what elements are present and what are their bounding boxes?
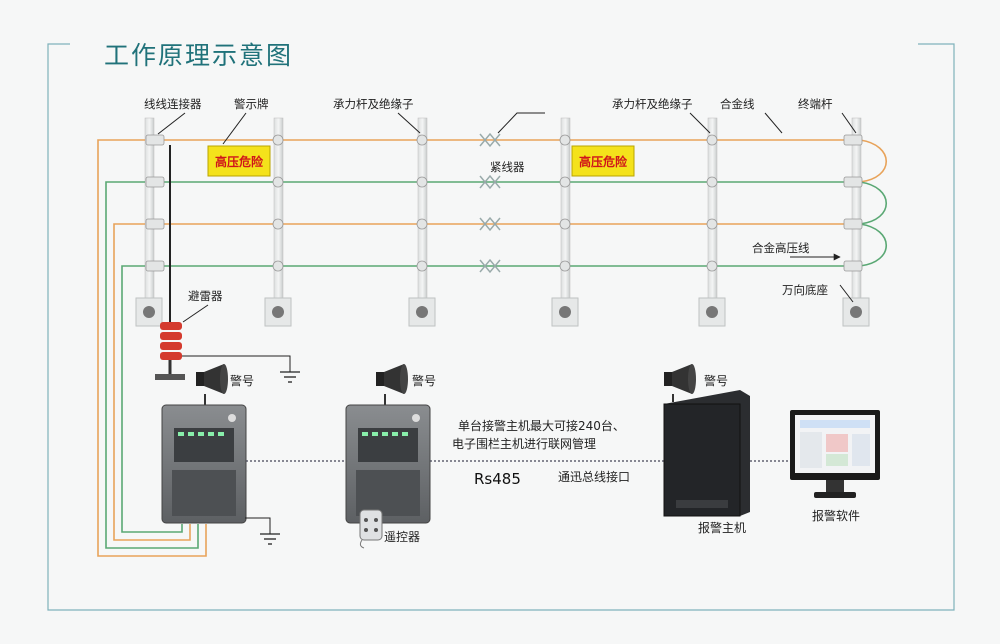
warning-sign-text: 高压危险 (215, 154, 264, 169)
pole-5 (698, 117, 726, 327)
ground-icon (260, 533, 280, 545)
pole-4 (551, 117, 579, 327)
page-title: 工作原理示意图 (104, 41, 294, 70)
fence-poles (135, 117, 870, 327)
label-pole-insulator-2: 承力杆及绝缘子 (612, 97, 693, 111)
label-alloy-hv-wire: 合金高压线 (752, 241, 810, 255)
label-wire-connector: 线线连接器 (144, 97, 202, 111)
fence-wires (97, 139, 887, 557)
label-pole-insulator-1: 承力杆及绝缘子 (333, 97, 414, 111)
label-universal-base: 万向底座 (782, 283, 828, 297)
insulators (145, 134, 863, 272)
warning-sign-text: 高压危险 (579, 154, 628, 169)
remote-control-icon (359, 509, 383, 549)
label-horn-1: 警号 (230, 373, 254, 388)
label-bus-interface: 通迅总线接口 (558, 469, 630, 484)
fence-controller-1 (161, 404, 247, 524)
horn-1-icon (196, 364, 228, 405)
frame-border (47, 43, 955, 611)
ground-icon (280, 371, 300, 383)
pole-6 (842, 117, 870, 327)
warning-sign-1: 高压危险 (207, 145, 271, 177)
label-horn-2: 警号 (412, 373, 436, 388)
monitor-icon (790, 410, 880, 498)
pole-3 (408, 117, 436, 327)
pole-2 (264, 117, 292, 327)
horn-2-icon (376, 364, 408, 405)
label-tensioner: 紧线器 (490, 160, 525, 174)
alarm-host (663, 390, 750, 517)
horn-3-icon (664, 364, 696, 402)
label-alarm-host: 报警主机 (698, 520, 746, 535)
callout-lines (157, 112, 857, 323)
fence-controller-2 (345, 404, 431, 524)
label-alloy-wire: 合金线 (720, 97, 755, 111)
label-rs485: Rs485 (474, 470, 521, 488)
label-network-note-1: 单台接警主机最大可接240台、 (458, 418, 625, 433)
lightning-arrester (155, 145, 300, 383)
tensioners (479, 132, 501, 274)
label-remote: 遥控器 (384, 530, 420, 544)
label-network-note-2: 电子围栏主机进行联网管理 (452, 436, 596, 451)
label-horn-3: 警号 (704, 373, 728, 388)
label-lightning-arrester: 避雷器 (188, 289, 223, 303)
pole-1 (135, 117, 163, 327)
label-end-pole: 终端杆 (798, 97, 833, 111)
warning-sign-2: 高压危险 (571, 145, 635, 177)
label-alarm-software: 报警软件 (812, 508, 860, 523)
label-warning-sign: 警示牌 (234, 97, 269, 111)
